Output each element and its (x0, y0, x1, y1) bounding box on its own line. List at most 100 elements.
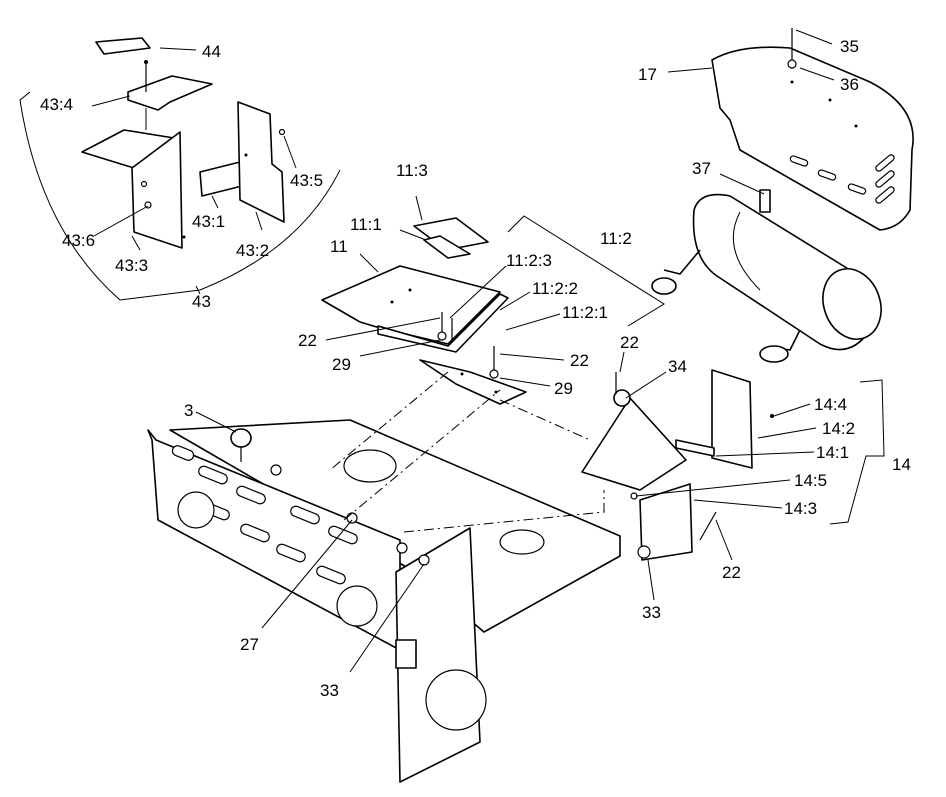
callout-37: 37 (692, 159, 711, 178)
callout-36: 36 (840, 75, 859, 94)
callout-34: 34 (668, 357, 687, 376)
callout-11: 11 (330, 237, 348, 256)
callout-3: 3 (184, 401, 193, 420)
bolt-22-d (699, 511, 717, 541)
washer-29-a (437, 331, 447, 341)
callout-22-d: 22 (722, 563, 741, 582)
nut-33-b (418, 554, 430, 566)
callout-14-3: 14:3 (784, 499, 817, 518)
frame-hole-b (336, 585, 378, 627)
dash-11-to-frame (329, 371, 449, 471)
nut-33-a (637, 545, 651, 559)
dash-nut-to-plate (343, 389, 501, 521)
deck-hole-b (499, 529, 545, 555)
callout-11-2-1: 11:2:1 (562, 303, 608, 322)
callout-14-5: 14:5 (794, 471, 827, 490)
hole-17-c (854, 124, 858, 128)
deck-hole-a (343, 449, 397, 483)
part-44-plate (95, 37, 151, 55)
part-11-2-tab (419, 359, 527, 405)
callout-29-a: 29 (332, 355, 351, 374)
group-bracket-14 (829, 379, 885, 525)
hole-17-b (828, 98, 832, 102)
inlet-flange (651, 277, 677, 295)
hole-43-3 (140, 180, 148, 188)
muffler-inlet-pipe (663, 249, 701, 275)
hole-11-c (460, 372, 464, 376)
hole-43-5 (278, 128, 286, 136)
part-group-14 (581, 369, 885, 561)
callout-14: 14 (892, 455, 911, 474)
bolt-head-43-4 (144, 60, 148, 64)
main-frame (147, 419, 621, 783)
callout-11-2-3: 11:2:3 (506, 251, 552, 270)
callout-22-b: 22 (570, 351, 589, 370)
part-14-2-plate (711, 369, 753, 469)
end-plate-hole (425, 669, 487, 731)
part-37-spacer (759, 189, 771, 213)
part-group-43 (19, 37, 341, 301)
shield-louvres (789, 154, 895, 204)
assembly-lines (329, 371, 605, 533)
hole-11-b (390, 300, 394, 304)
callout-22-a: 22 (298, 331, 317, 350)
part-3-knob (230, 428, 252, 448)
callout-11-1: 11:1 (350, 215, 382, 234)
callout-44: 44 (202, 42, 221, 61)
dash-frame-to-bracket (403, 490, 605, 533)
part-34-clamp (613, 389, 631, 407)
callout-27: 27 (240, 635, 259, 654)
support-bracket (581, 397, 687, 491)
part-11-plate (321, 265, 501, 345)
frame-slots (171, 445, 358, 585)
nut-frame-a (396, 542, 408, 554)
hole-43-2 (244, 153, 248, 157)
callout-43-6: 43:6 (62, 231, 95, 250)
end-plate-notch (395, 639, 417, 669)
hole-11-a (408, 288, 412, 292)
nut-27 (346, 512, 358, 524)
part-group-17 (651, 28, 914, 363)
callout-33-b: 33 (320, 681, 339, 700)
muffler-seam (732, 211, 761, 291)
outlet-flange (759, 345, 789, 363)
dash-11-to-bracket (499, 399, 591, 441)
hole-17-a (790, 80, 794, 84)
part-43-1-bar (199, 161, 243, 197)
hole-11-d (494, 390, 498, 394)
callout-22-c: 22 (620, 333, 639, 352)
callout-43: 43 (192, 292, 211, 311)
callout-14-4: 14:4 (814, 395, 847, 414)
callout-43-5: 43:5 (290, 171, 323, 190)
leader-lines (91, 29, 835, 673)
callout-35: 35 (840, 37, 859, 56)
part-43-3-upright (131, 131, 183, 249)
callout-14-2: 14:2 (822, 419, 855, 438)
callout-43-2: 43:2 (236, 241, 269, 260)
callout-43-3: 43:3 (115, 256, 148, 275)
callout-14-1: 14:1 (816, 443, 849, 462)
hole-14-4 (770, 414, 774, 418)
frame-hole-a (177, 491, 215, 529)
callout-29-b: 29 (554, 379, 573, 398)
part-group-11 (321, 215, 665, 405)
callout-33-a: 33 (642, 603, 661, 622)
callout-11-3: 11:3 (396, 161, 428, 180)
hole-43-3-b (182, 235, 186, 239)
part-43-4-plate (127, 75, 213, 111)
part-17-heat-shield (711, 46, 914, 231)
part-14-3-plate (639, 483, 693, 561)
callout-11-2: 11:2 (600, 229, 632, 248)
muffler-end-cap (822, 268, 882, 340)
group-bracket-11-2 (507, 215, 665, 327)
group-bracket-43 (19, 91, 341, 301)
nut-frame-b (270, 464, 282, 476)
washer-29-b (489, 369, 499, 379)
part-11-3-base (423, 235, 471, 259)
callout-labels: 44 43:4 43:5 43:6 43:1 43:2 43:3 43 11:3… (40, 37, 911, 700)
washer-36 (787, 59, 797, 69)
callout-43-1: 43:1 (192, 212, 225, 231)
part-43-2-bracket (237, 101, 285, 223)
